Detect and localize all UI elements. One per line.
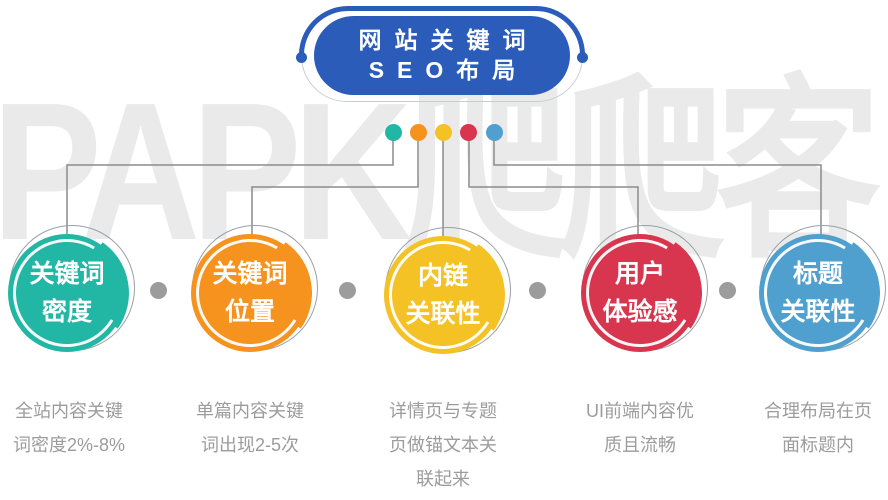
node-label-line1: 关键词 — [29, 260, 105, 288]
blue-dot — [486, 124, 503, 141]
node-title-relevance: 标题 关联性 — [759, 225, 886, 352]
node-circle: 关键词 密度 — [8, 234, 126, 352]
desc-internal-link-relevance: 详情页与专题页做锚文本关联起来 — [389, 401, 497, 489]
node-label-line2: 关联性 — [780, 298, 856, 326]
title-right-dot — [577, 52, 588, 63]
desc-keyword-density: 全站内容关键词密度2%-8% — [12, 401, 126, 455]
desc-user-experience: UI前端内容优质且流畅 — [586, 401, 694, 455]
node-circle: 用户 体验感 — [581, 234, 699, 352]
node-label-line2: 体验感 — [602, 298, 678, 326]
node-circle: 标题 关联性 — [759, 234, 877, 352]
node-circle: 内链 关联性 — [384, 236, 502, 354]
node-label-line1: 用户 — [614, 260, 665, 288]
desc-keyword-position: 单篇内容关键词出现2-5次 — [196, 401, 304, 455]
node-internal-link-relevance: 内链 关联性 — [384, 227, 511, 354]
orange-dot — [410, 124, 427, 141]
title-line1: 网站关键词 — [358, 27, 539, 53]
node-circle: 关键词 位置 — [191, 234, 309, 352]
node-label-line2: 密度 — [41, 298, 92, 326]
title-left-dot — [296, 52, 307, 63]
separator-bullet — [339, 282, 356, 299]
yellow-dot — [435, 124, 452, 141]
node-keyword-position: 关键词 位置 — [191, 225, 318, 352]
red-dot — [460, 124, 477, 141]
desc-title-relevance: 合理布局在页面标题内 — [764, 401, 872, 455]
node-user-experience: 用户 体验感 — [581, 225, 708, 352]
node-label-line1: 标题 — [792, 260, 843, 288]
title-pill: 网站关键词 SEO布局 — [314, 16, 570, 95]
title-line2: SEO布局 — [368, 57, 529, 83]
separator-bullet — [529, 282, 546, 299]
node-label-line2: 位置 — [224, 298, 275, 326]
teal-dot — [385, 124, 402, 141]
node-label-line1: 内链 — [417, 262, 468, 290]
node-label-line1: 关键词 — [212, 260, 288, 288]
separator-bullet — [150, 282, 167, 299]
node-label-line2: 关联性 — [405, 300, 481, 328]
node-keyword-density: 关键词 密度 — [8, 225, 135, 352]
separator-bullet — [719, 282, 736, 299]
